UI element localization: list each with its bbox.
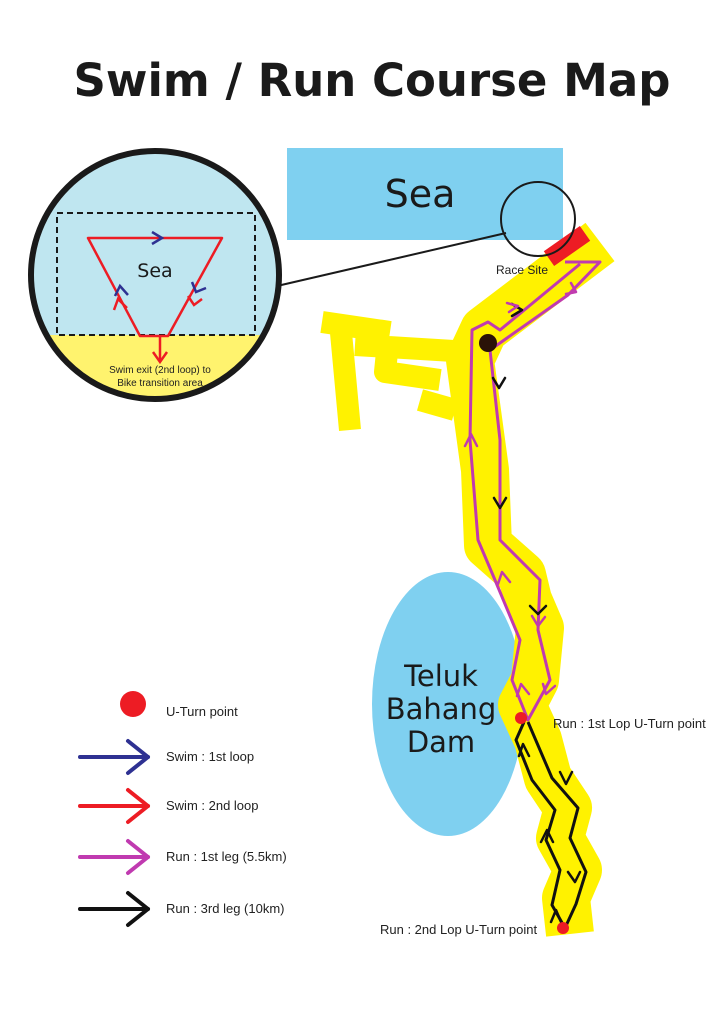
uturn-label-2nd-lop: Run : 2nd Lop U-Turn point (380, 922, 537, 937)
inset-frame (28, 148, 282, 402)
arrow-magenta-4 (496, 570, 512, 586)
dam-label-line-1: Teluk (403, 659, 478, 693)
arrow-black-2 (491, 376, 507, 390)
arrow-black-8 (558, 770, 574, 786)
arrow-black-4 (528, 604, 548, 616)
road-network (320, 222, 615, 937)
sea-area (287, 148, 563, 240)
arrow-black-7 (549, 908, 563, 924)
arrow-magenta-6 (541, 682, 557, 696)
swim-arrow-right (190, 281, 207, 294)
legend-run-1st-label: Run : 1st leg (5.5km) (166, 849, 287, 864)
legend-swim-1st-arrow (78, 739, 150, 775)
arrow-black-9 (566, 870, 582, 884)
legend-run-1st-arrow (78, 839, 150, 875)
uturn-label-1st-lop: Run : 1st Lop U-Turn point (553, 716, 706, 731)
page-title: Swim / Run Course Map (74, 54, 671, 107)
arrow-magenta-5 (515, 682, 531, 698)
swim-inset: Sea Swim exit (2nd loop) to Bike transit… (28, 148, 282, 402)
arrow-magenta-7 (530, 614, 547, 628)
sea-label: Sea (385, 172, 456, 216)
swim-exit-label-line-1: Swim exit (2nd loop) to (109, 365, 211, 376)
race-site-label: Race Site (496, 263, 548, 277)
dam-label-line-2: Bahang (386, 692, 497, 726)
swim-exit-arrow (151, 351, 169, 365)
route-arrows (463, 281, 582, 924)
legend-run-3rd-label: Run : 3rd leg (10km) (166, 901, 285, 916)
dam-label-line-3: Dam (407, 725, 475, 759)
race-site-callout-circle (500, 181, 576, 257)
swim-arrow-top (151, 230, 165, 246)
swim-arrow-red-2 (112, 296, 128, 311)
legend-uturn-dot (120, 691, 146, 717)
swim-exit-label-line-2: Bike transition area (117, 378, 203, 389)
swim-arrow-left (113, 283, 129, 297)
arrow-magenta-1 (505, 301, 520, 314)
legend-swim-1st-label: Swim : 1st loop (166, 749, 254, 764)
swim-arrow-red-1 (186, 295, 203, 307)
road-side-loop (320, 311, 471, 432)
arrow-magenta-3 (463, 432, 479, 448)
teluk-bahang-dam (372, 572, 524, 836)
legend-run-3rd-arrow (78, 891, 150, 927)
legend: U-Turn point Swim : 1st loop Swim : 2nd … (78, 691, 287, 927)
uturn-point-2nd-lop (557, 922, 569, 934)
callout-line (276, 232, 507, 287)
race-site-marker (543, 226, 591, 266)
road-main (446, 222, 615, 937)
arrow-black-5 (517, 742, 531, 758)
run-junction-dot (479, 334, 497, 352)
inset-sea-label: Sea (137, 260, 172, 282)
legend-swim-2nd-label: Swim : 2nd loop (166, 798, 259, 813)
legend-uturn-label: U-Turn point (166, 704, 238, 719)
legend-swim-2nd-arrow (78, 788, 150, 824)
arrow-black-6 (539, 828, 555, 844)
arrow-black-3 (492, 496, 508, 510)
uturn-point-1st-lop (515, 712, 527, 724)
arrow-magenta-2 (564, 281, 578, 296)
